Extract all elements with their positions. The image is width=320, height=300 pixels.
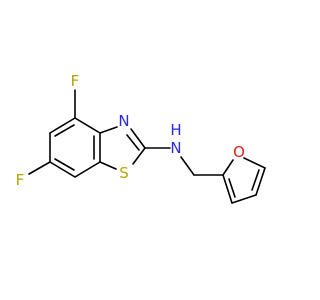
amine-hydrogen-label: H xyxy=(170,121,181,139)
bond-s1-c7a xyxy=(99,161,117,170)
amine-nitrogen-label: N xyxy=(170,139,181,157)
bond-c5f-c4f-inner xyxy=(251,169,260,191)
bond-c2f-o xyxy=(222,159,234,176)
furan-oxygen-label: O xyxy=(233,143,245,161)
amine-linker xyxy=(144,147,224,176)
bond-c2-s1 xyxy=(132,147,146,165)
furan-ring xyxy=(222,157,266,204)
bond-nh-ch2 xyxy=(180,156,195,176)
thiazole-ring xyxy=(99,126,146,170)
fluorine-atom-label: F xyxy=(71,72,80,90)
molecule-structure-diagram: F F N S N H O xyxy=(16,72,266,204)
bond-c4-c4a xyxy=(74,117,101,134)
bond-c7-c6-inner xyxy=(54,158,75,171)
benzene-ring xyxy=(49,117,101,178)
bond-c5-c4 xyxy=(49,117,76,134)
bond-c7-c6 xyxy=(49,161,76,178)
bond-n3-c2-inner xyxy=(126,134,140,151)
bond-c5-c4-inner xyxy=(54,124,75,137)
fluorine-bonds xyxy=(28,89,76,175)
thiazole-sulfur-label: S xyxy=(119,164,129,182)
bond-c7a-c7 xyxy=(74,161,101,178)
bond-c4f-c3f xyxy=(231,194,257,204)
bond-n3-c2 xyxy=(130,128,146,149)
bond-c3f-c2f-inner xyxy=(228,178,236,198)
thiazole-nitrogen-label: N xyxy=(118,112,129,130)
bond-c6-f xyxy=(28,161,51,175)
bond-c3f-c2f xyxy=(222,174,233,204)
bond-c4a-n3 xyxy=(99,126,118,134)
bond-o-c5f xyxy=(243,157,266,169)
fluorine-atom-label: F xyxy=(16,171,25,189)
bond-c5f-c4f xyxy=(255,167,266,196)
